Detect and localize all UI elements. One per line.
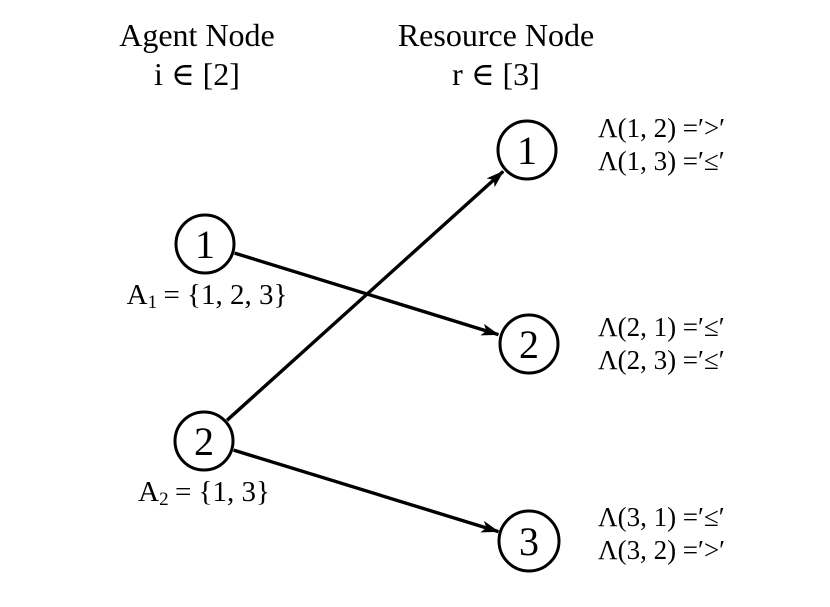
agent-node-2-circle bbox=[173, 410, 235, 472]
agent-2-set-label: A2= {1, 3} bbox=[138, 475, 270, 511]
resource-node-3-circle bbox=[497, 509, 561, 573]
lambda-annotation: Λ(2, 1) =′≤′ bbox=[598, 312, 725, 342]
resource-node-1-circle bbox=[496, 119, 558, 181]
agent-1-set-label: A1= {1, 2, 3} bbox=[126, 278, 288, 314]
resource-node-1-id: 1 bbox=[517, 128, 537, 173]
agent-1-set-name: A bbox=[126, 278, 148, 311]
lambda-annotation: Λ(3, 1) =′≤′ bbox=[598, 502, 725, 532]
resource-node-2-circle bbox=[498, 313, 560, 375]
agent-node-1-circle bbox=[174, 213, 236, 275]
agent-2-set-value: = {1, 3} bbox=[174, 475, 270, 508]
resource-column-header: Resource Node r ∈ [3] bbox=[398, 16, 594, 94]
resource-1-annotations: Λ(1, 2) =′>′ Λ(1, 3) =′≤′ bbox=[598, 112, 725, 178]
lambda-annotation: Λ(1, 3) =′≤′ bbox=[598, 146, 725, 176]
agent-column-header: Agent Node i ∈ [2] bbox=[119, 16, 275, 94]
agent-1-set-value: = {1, 2, 3} bbox=[163, 278, 288, 311]
agent-2-set-subscript: 2 bbox=[159, 489, 169, 511]
edge-agent2-to-resource3 bbox=[233, 448, 500, 534]
agent-node-1-id: 1 bbox=[195, 222, 215, 267]
agent-2-set-name: A bbox=[138, 475, 160, 508]
resource-column-title: Resource Node bbox=[397, 17, 595, 53]
edge-agent2-to-resource1 bbox=[225, 170, 505, 422]
agent-1-set-subscript: 1 bbox=[147, 292, 158, 314]
resource-node-2-id: 2 bbox=[519, 322, 539, 367]
lambda-annotation: Λ(2, 3) =′≤′ bbox=[598, 345, 725, 375]
agent-column-domain: i ∈ [2] bbox=[154, 56, 240, 92]
agent-column-title: Agent Node bbox=[119, 17, 275, 53]
lambda-annotation: Λ(3, 2) =′>′ bbox=[598, 535, 726, 565]
resource-column-domain: r ∈ [3] bbox=[452, 56, 540, 92]
resource-2-annotations: Λ(2, 1) =′≤′ Λ(2, 3) =′≤′ bbox=[598, 311, 725, 377]
lambda-annotation: Λ(1, 2) =′>′ bbox=[598, 113, 726, 143]
resource-3-annotations: Λ(3, 1) =′≤′ Λ(3, 2) =′>′ bbox=[598, 501, 725, 567]
agent-node-2-id: 2 bbox=[194, 419, 214, 464]
resource-node-3-id: 3 bbox=[519, 519, 539, 564]
